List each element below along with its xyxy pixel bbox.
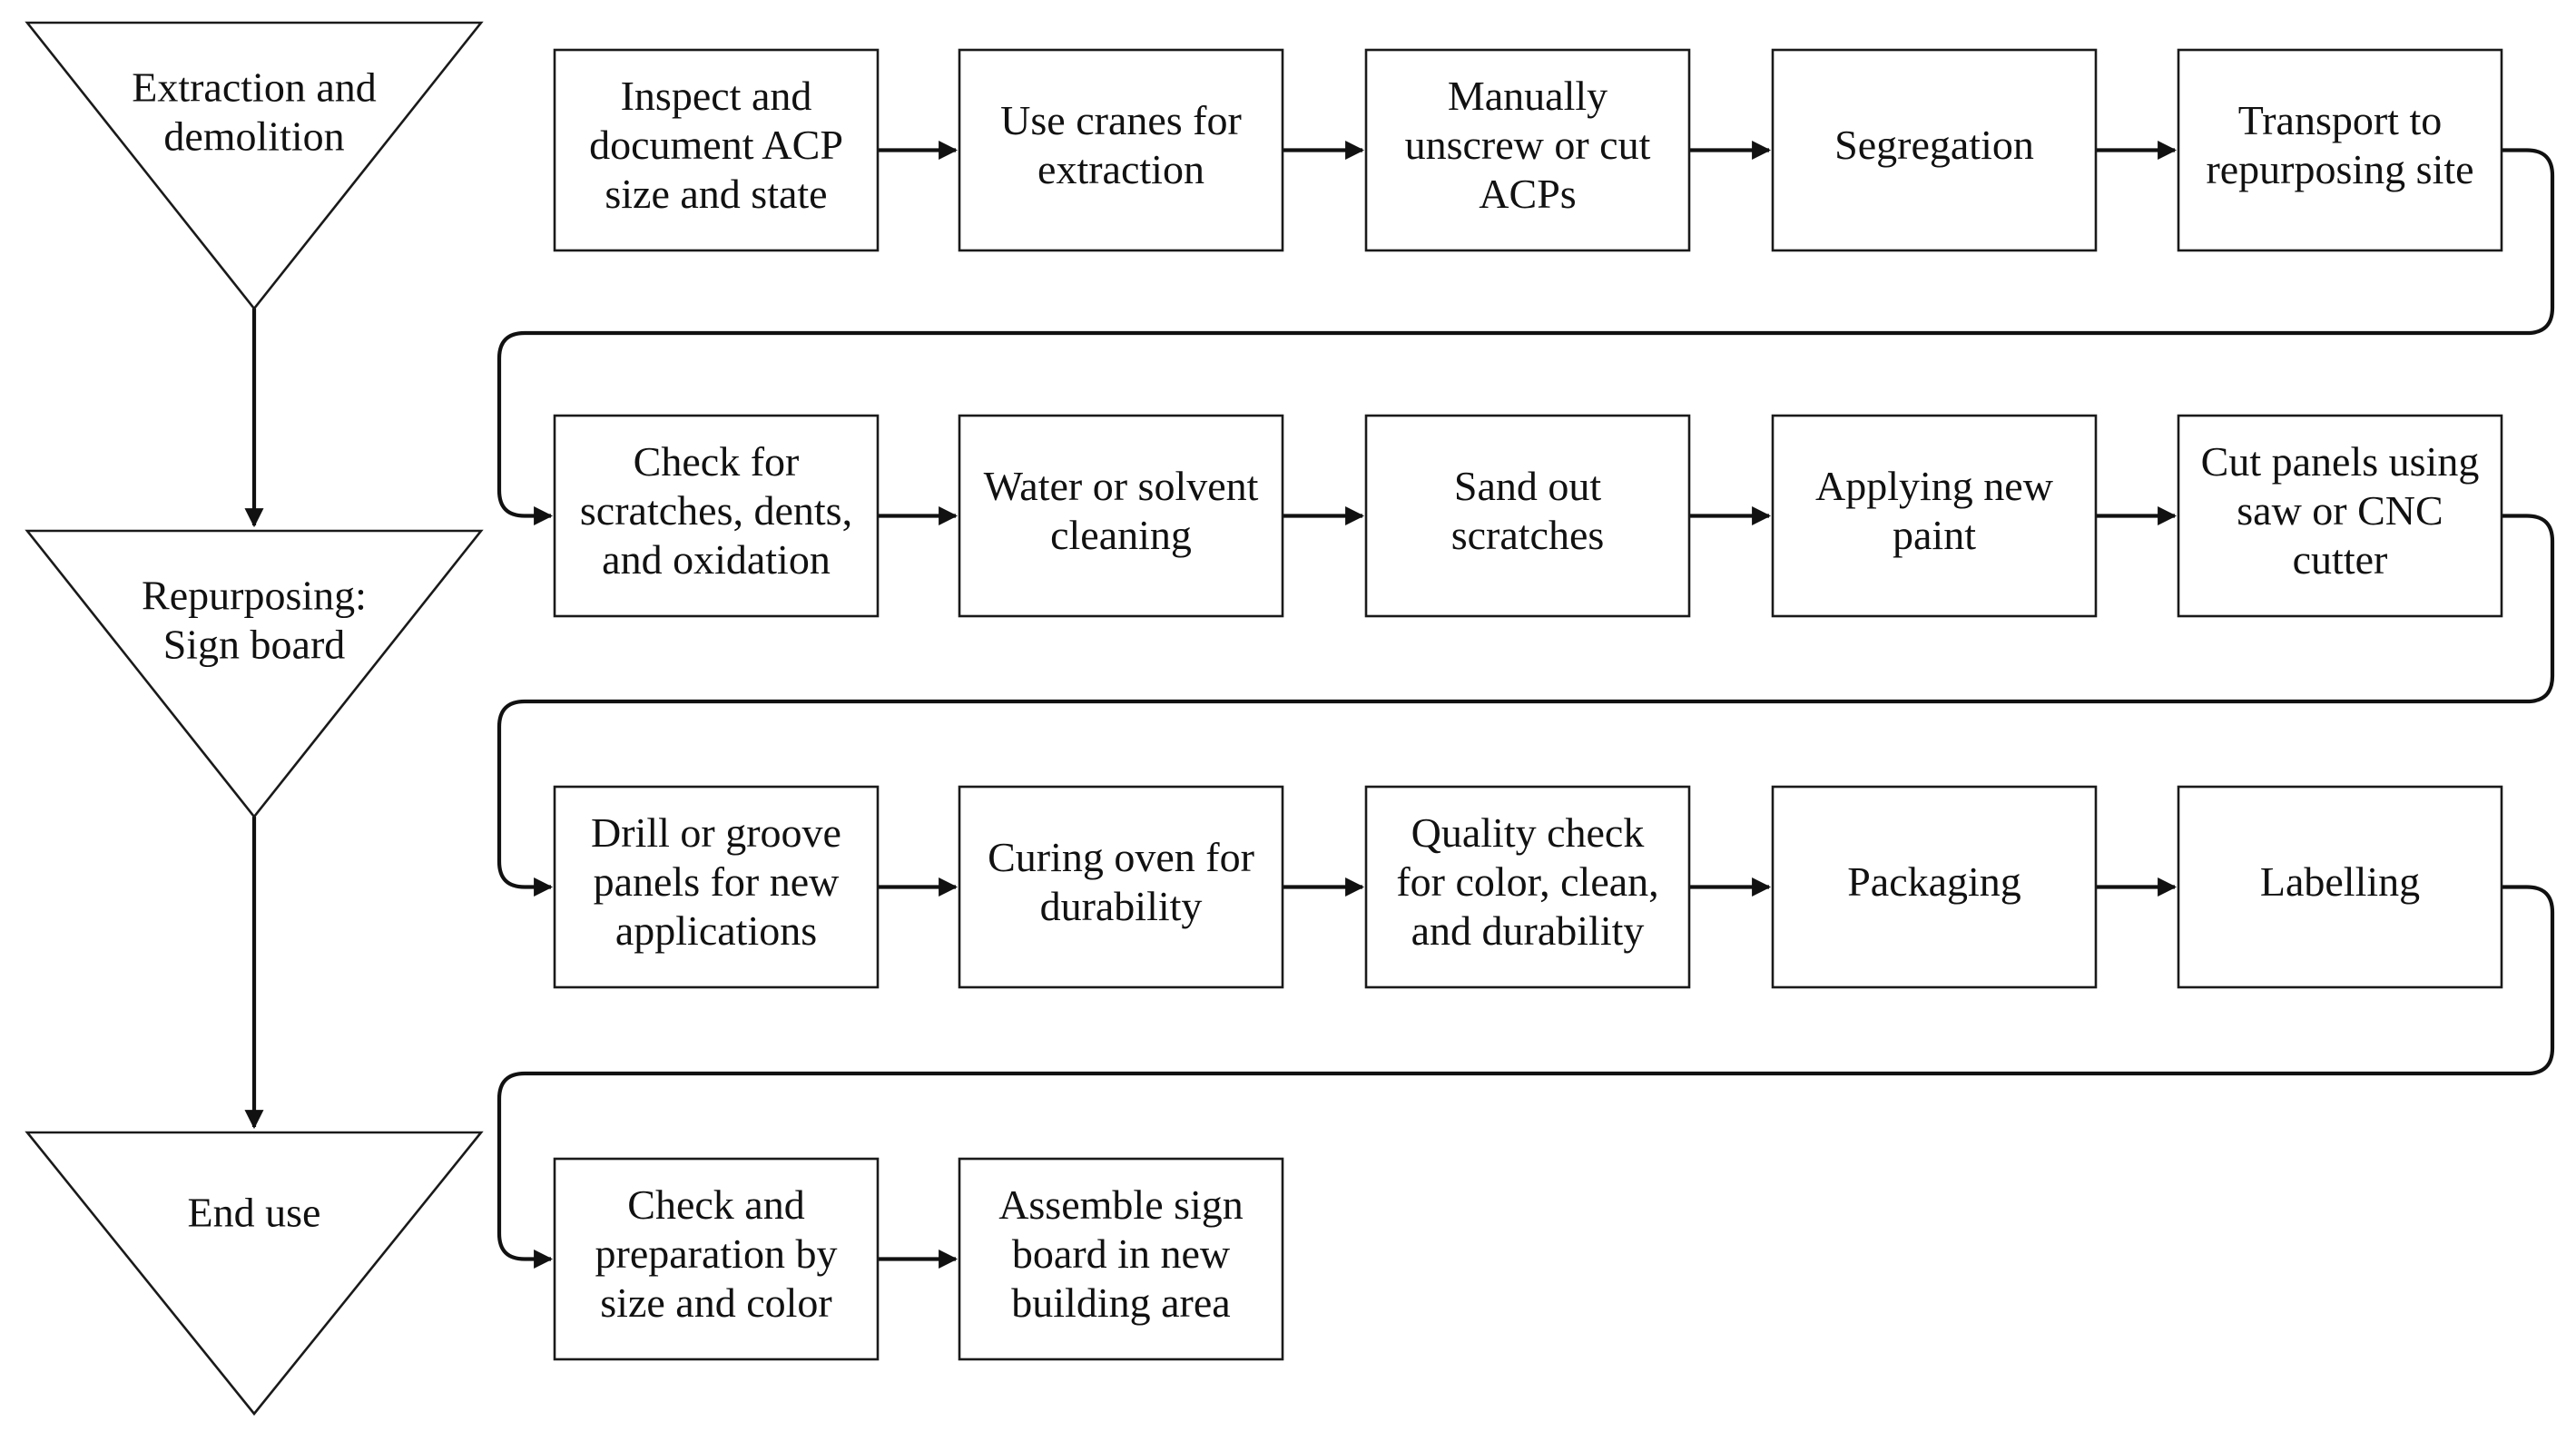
process-step-p15: Labelling bbox=[2177, 785, 2503, 989]
process-box bbox=[1771, 48, 2098, 252]
stage-label: Repurposing:Sign board bbox=[142, 573, 367, 668]
process-label: Labelling bbox=[2260, 858, 2420, 905]
stage-triangle bbox=[25, 529, 484, 819]
process-box bbox=[2177, 414, 2503, 618]
process-box bbox=[2177, 48, 2503, 252]
stage-s2: Repurposing:Sign board bbox=[25, 529, 484, 819]
process-box bbox=[958, 414, 1284, 618]
process-step-p14: Packaging bbox=[1771, 785, 2098, 989]
arrow-p10-to-p11 bbox=[497, 514, 2555, 897]
process-box bbox=[1364, 414, 1691, 618]
stage-triangle bbox=[25, 1131, 484, 1416]
stage-triangle bbox=[25, 21, 484, 311]
connector-layer bbox=[244, 141, 2555, 1269]
process-box bbox=[958, 785, 1284, 989]
process-step-p4: Segregation bbox=[1771, 48, 2098, 252]
process-box bbox=[553, 1157, 880, 1361]
stage-s3: End use bbox=[25, 1131, 484, 1416]
arrow-p5-to-p6 bbox=[497, 148, 2555, 525]
process-box bbox=[553, 48, 880, 252]
process-box bbox=[553, 414, 880, 618]
process-box bbox=[2177, 785, 2503, 989]
process-label: Segregation bbox=[1834, 122, 2034, 168]
process-box bbox=[1771, 785, 2098, 989]
process-box bbox=[553, 785, 880, 989]
process-box bbox=[958, 48, 1284, 252]
stage-label: End use bbox=[188, 1190, 321, 1236]
process-box bbox=[958, 1157, 1284, 1361]
arrow-p15-to-p16 bbox=[497, 885, 2555, 1269]
process-box bbox=[1364, 48, 1691, 252]
process-box bbox=[1771, 414, 2098, 618]
process-box bbox=[1364, 785, 1691, 989]
process-label: Packaging bbox=[1847, 858, 2021, 905]
